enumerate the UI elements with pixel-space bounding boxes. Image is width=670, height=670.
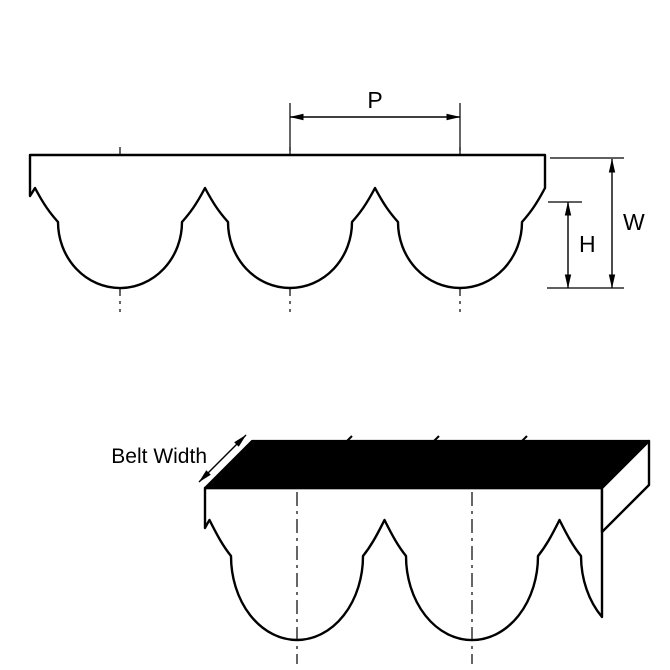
far-edge-tooth-mark [343,435,353,445]
pitch-dimension-label: P [367,87,382,113]
far-edge-tooth-mark [518,435,528,445]
belt-top-surface [203,439,651,490]
belt-width-dimension-label: Belt Width [111,445,207,468]
belt-height-dimension-label: W [623,209,645,235]
far-edge-tooth-mark [430,435,440,445]
belt-width-dimension-line [198,434,247,483]
belt-front-profile [203,486,604,642]
belt-profile-outline [28,153,547,290]
belt-end-face [600,439,651,534]
tooth-height-dimension-label: H [579,231,596,257]
